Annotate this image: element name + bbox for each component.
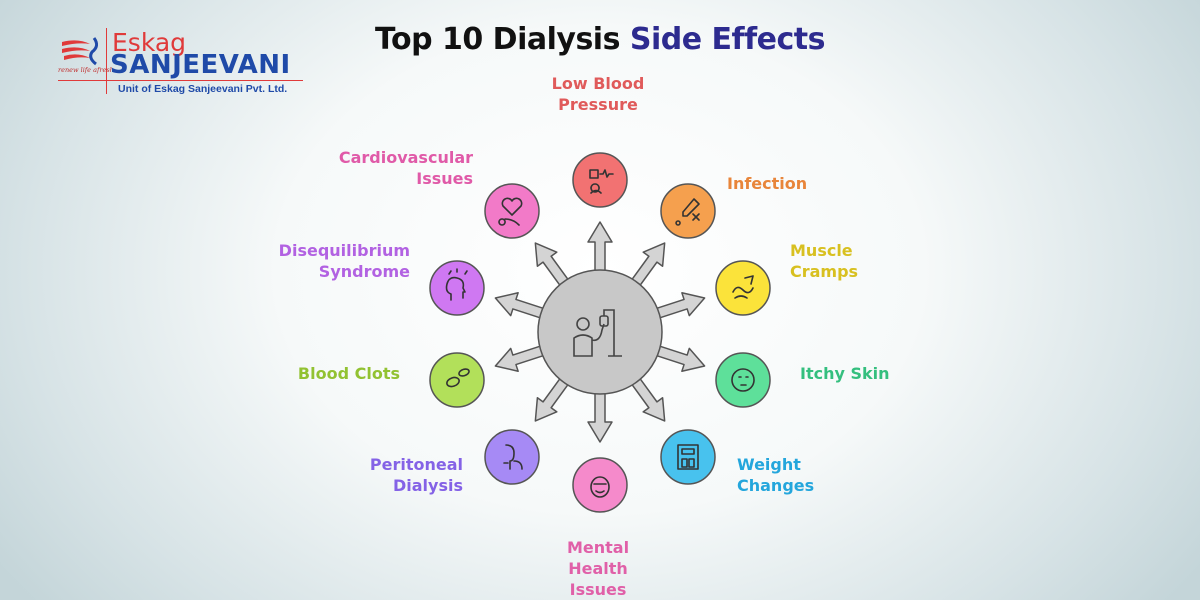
effect-label: Low Blood Pressure <box>551 74 645 114</box>
dropper-bacteria-icon <box>675 198 700 226</box>
logo-brand-top: Eskag <box>112 28 187 57</box>
effect-label: Cardiovascular Issues <box>338 148 473 188</box>
effect-node <box>572 152 628 208</box>
effect-label: Muscle Cramps <box>790 241 859 281</box>
title-part2: Side Effects <box>629 22 826 57</box>
patient-iv-drip-icon <box>573 309 622 357</box>
effect-label: Blood Clots <box>297 364 400 383</box>
effect-label: Disequilibrium Syndrome <box>278 241 410 281</box>
blood-cells-icon <box>446 368 470 388</box>
weight-scale-icon <box>677 444 699 470</box>
logo-subtitle: Unit of Eskag Sanjeevani Pvt. Ltd. <box>118 83 288 95</box>
effect-node <box>715 260 771 316</box>
effect-node <box>660 429 716 485</box>
head-pain-icon <box>445 268 468 301</box>
effect-label: Peritoneal Dialysis <box>369 455 463 495</box>
mental-health-face-icon <box>590 476 610 498</box>
center-hub <box>537 269 663 395</box>
effect-label: Weight Changes <box>737 455 815 495</box>
page-title: Top 10 Dialysis Side Effects <box>0 22 1200 57</box>
effect-node <box>429 352 485 408</box>
effect-node <box>484 429 540 485</box>
effect-node <box>429 260 485 316</box>
heart-stethoscope-icon <box>498 197 523 226</box>
muscle-cramp-icon <box>732 275 754 299</box>
title-part1: Top 10 Dialysis <box>374 22 620 57</box>
effect-label: Mental Health Issues <box>566 538 630 599</box>
peritoneal-tube-icon <box>503 444 523 470</box>
effect-node <box>484 183 540 239</box>
company-logo: renew life afresh Eskag SANJEEVANI Unit … <box>58 28 308 98</box>
logo-brand-main: SANJEEVANI <box>110 50 291 80</box>
effect-label: Itchy Skin <box>800 364 890 383</box>
blood-pressure-monitor-icon <box>589 169 614 194</box>
effect-node <box>572 457 628 513</box>
wings-logo-icon <box>62 37 99 66</box>
effect-node <box>715 352 771 408</box>
effect-node <box>660 183 716 239</box>
effect-label: Infection <box>727 174 808 193</box>
itchy-skin-icon <box>731 368 755 392</box>
logo-tagline: renew life afresh <box>58 66 114 74</box>
